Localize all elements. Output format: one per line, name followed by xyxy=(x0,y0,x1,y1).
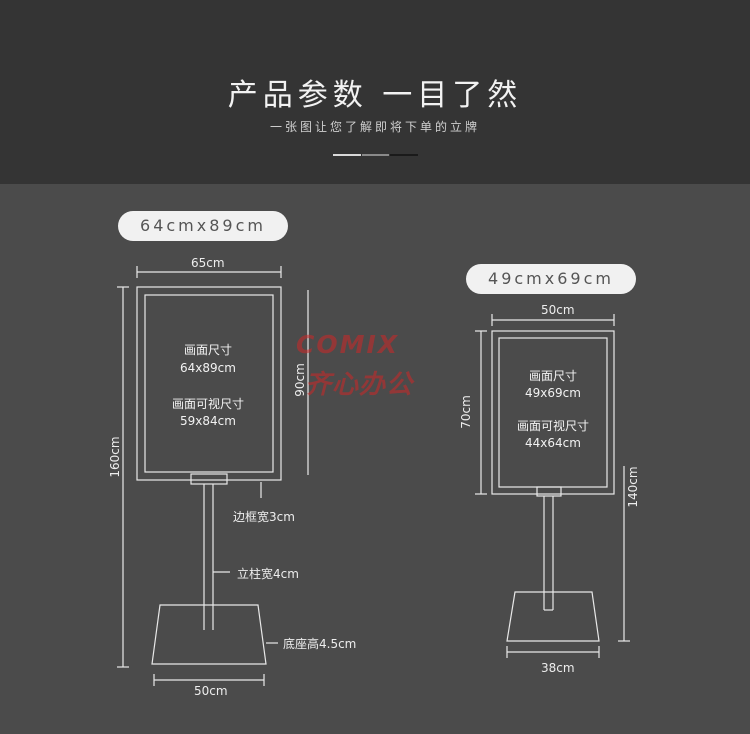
comix-logo: COMIX xyxy=(296,330,400,359)
small-frame-inner xyxy=(498,337,608,488)
large-base-width-label: 50cm xyxy=(194,684,228,698)
large-frame-height-label: 90cm xyxy=(293,363,307,397)
small-size-label: 画面尺寸 xyxy=(528,369,577,383)
brand-logo-cn: 齐心办公 xyxy=(305,370,414,400)
large-frame-outer xyxy=(136,286,282,481)
small-size-value: 49x69cm xyxy=(525,386,581,400)
large-size-value: 64x89cm xyxy=(180,361,236,375)
large-visible-label: 画面可视尺寸 xyxy=(171,397,244,411)
large-frame-clamp xyxy=(190,473,228,485)
small-total-height-label: 140cm xyxy=(626,466,640,508)
large-frame-inner xyxy=(144,294,274,473)
small-frame-outer xyxy=(491,330,615,495)
large-total-height-label: 160cm xyxy=(108,436,122,478)
title-underline-mid xyxy=(362,154,389,156)
large-base-height-label: 底座高4.5cm xyxy=(283,637,357,651)
small-frame-clamp xyxy=(536,486,562,497)
size-badge-large: 64cmx89cm xyxy=(118,211,288,241)
page-subtitle: 一张图让您了解即将下单的立牌 xyxy=(269,120,480,134)
large-frame-width-label: 65cm xyxy=(191,256,225,270)
page-title: 产品参数 一目了然 xyxy=(227,78,523,113)
large-visible-value: 59x84cm xyxy=(180,414,236,428)
small-stand-drawing xyxy=(475,314,630,658)
small-frame-width-label: 50cm xyxy=(541,303,575,317)
header-band: 产品参数 一目了然 一张图让您了解即将下单的立牌 xyxy=(0,0,750,184)
title-underline-dark xyxy=(390,154,418,156)
large-size-label: 画面尺寸 xyxy=(183,343,232,357)
small-visible-value: 44x64cm xyxy=(525,436,581,450)
size-badge-small: 49cmx69cm xyxy=(466,264,636,294)
title-underline-light xyxy=(333,154,361,156)
large-base xyxy=(151,604,267,665)
small-visible-label: 画面可视尺寸 xyxy=(516,419,589,433)
small-base-width-label: 38cm xyxy=(541,661,575,675)
large-border-label: 边框宽3cm xyxy=(233,510,295,524)
large-stand-drawing xyxy=(117,266,309,686)
large-pole-label: 立柱宽4cm xyxy=(237,567,299,581)
small-base xyxy=(506,591,600,642)
small-frame-height-label: 70cm xyxy=(459,395,473,429)
